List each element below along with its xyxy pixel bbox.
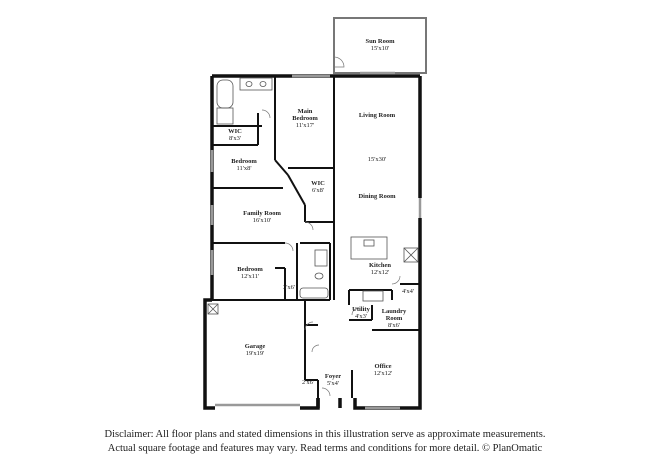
room-name: WIC bbox=[228, 128, 242, 135]
room-name: Bedroom bbox=[237, 266, 263, 273]
room-dims: 8'x3' bbox=[228, 135, 242, 142]
room-dims: 11'x17' bbox=[295, 122, 315, 129]
pantry-label: 4'x4' bbox=[397, 288, 419, 295]
room-garage: Garage 19'x19' bbox=[230, 343, 280, 357]
room-wic-1: WIC 8'x3' bbox=[220, 128, 250, 142]
refrigerator-icon bbox=[403, 247, 419, 263]
room-dims: 15'x30' bbox=[367, 156, 387, 163]
room-name: Kitchen bbox=[368, 262, 392, 269]
room-name: Office bbox=[374, 363, 392, 370]
room-dims: 4'x3' bbox=[354, 313, 368, 320]
room-bedroom-2: Bedroom 12'x11' bbox=[228, 266, 272, 280]
room-dims: 16'x10' bbox=[252, 217, 272, 224]
shower-icon bbox=[216, 107, 234, 125]
room-name: Sun Room bbox=[365, 38, 395, 45]
room-dims: 4'x4' bbox=[401, 288, 415, 295]
living-dining-dims: 15'x30' bbox=[355, 156, 399, 163]
room-dims: 12'x11' bbox=[240, 273, 260, 280]
room-name: WIC bbox=[311, 180, 325, 187]
room-utility: Utility 4'x3' bbox=[349, 306, 373, 320]
room-foyer: Foyer 5'x4' bbox=[320, 373, 346, 387]
room-name: Family Room bbox=[243, 210, 281, 217]
water-heater-icon bbox=[207, 303, 219, 315]
kitchen-island-icon bbox=[350, 236, 388, 260]
room-dims: 5'x4' bbox=[326, 380, 340, 387]
closet-2-label: 2'x6' bbox=[298, 379, 318, 386]
room-name: Dining Room bbox=[358, 193, 396, 200]
room-dims: 8'x6' bbox=[387, 322, 401, 329]
room-name: Laundry Room bbox=[381, 308, 407, 322]
stove-icon bbox=[362, 290, 384, 302]
double-vanity-icon bbox=[239, 77, 273, 91]
room-dims: 12'x12' bbox=[370, 269, 390, 276]
room-main-bedroom: Main Bedroom 11'x17' bbox=[285, 108, 325, 129]
room-wic-2: WIC 6'x8' bbox=[305, 180, 331, 194]
room-dining-room: Dining Room bbox=[355, 193, 399, 200]
disclaimer-line-1: Disclaimer: All floor plans and stated d… bbox=[104, 429, 546, 440]
room-sun-room: Sun Room 15'x10' bbox=[350, 38, 410, 52]
room-name: Living Room bbox=[358, 112, 396, 119]
room-family-room: Family Room 16'x10' bbox=[240, 210, 284, 224]
room-dims: 15'x10' bbox=[370, 45, 390, 52]
room-dims: 11'x8' bbox=[236, 165, 252, 172]
room-dims: 3'x6' bbox=[282, 284, 296, 291]
room-dims: 2'x6' bbox=[301, 379, 315, 386]
room-dims: 6'x8' bbox=[311, 187, 325, 194]
room-bedroom-1: Bedroom 11'x8' bbox=[222, 158, 266, 172]
room-name: Bedroom bbox=[231, 158, 257, 165]
room-laundry: Laundry Room 8'x6' bbox=[376, 308, 412, 329]
bathtub-icon bbox=[216, 79, 234, 109]
room-dims: 19'x19' bbox=[245, 350, 265, 357]
room-name: Utility bbox=[352, 306, 370, 313]
disclaimer-line-2: Actual square footage and features may v… bbox=[107, 443, 543, 454]
room-office: Office 12'x12' bbox=[365, 363, 401, 377]
room-name: Garage bbox=[244, 343, 266, 350]
closet-1-label: 3'x6' bbox=[279, 284, 299, 291]
room-living-room: Living Room bbox=[355, 112, 399, 119]
room-name: Main Bedroom bbox=[292, 108, 318, 122]
room-dims: 12'x12' bbox=[373, 370, 393, 377]
room-name: Foyer bbox=[324, 373, 342, 380]
bathtub-icon-2 bbox=[299, 287, 329, 299]
room-kitchen: Kitchen 12'x12' bbox=[362, 262, 398, 276]
